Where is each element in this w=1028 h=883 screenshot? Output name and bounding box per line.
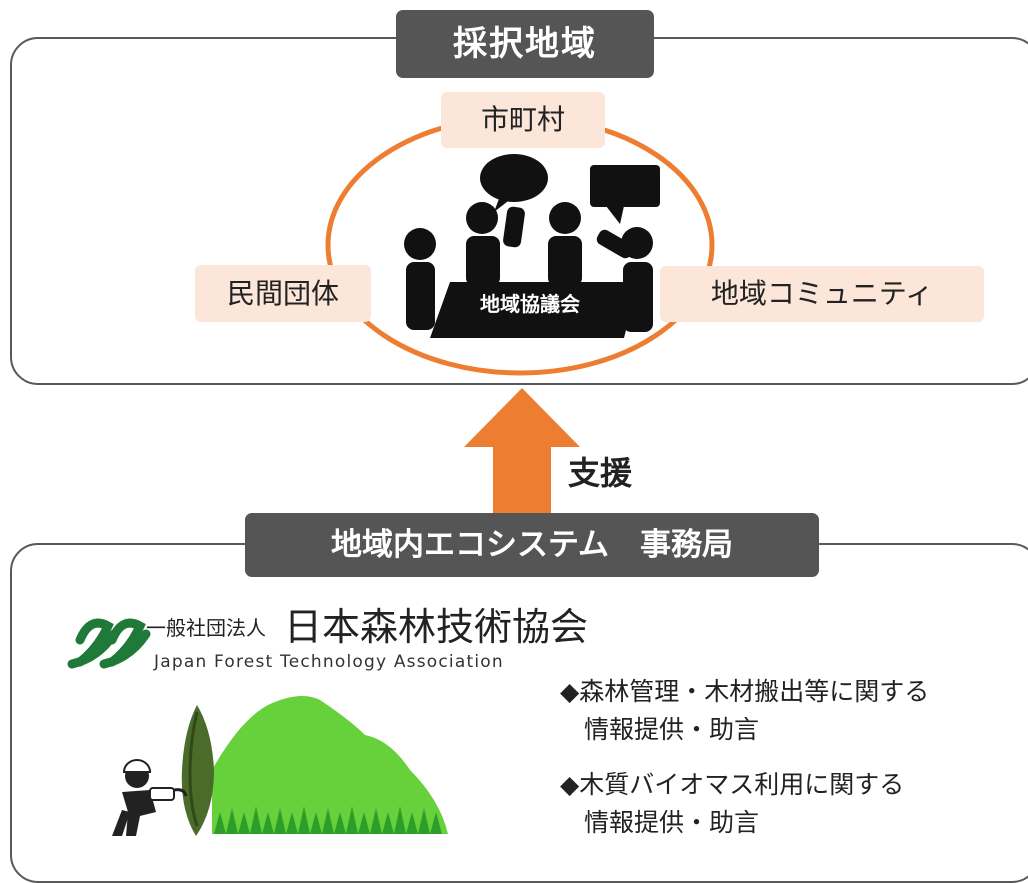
bullet-line: ◆木質バイオマス利用に関する xyxy=(560,770,905,799)
council-label: 地域協議会 xyxy=(480,292,580,316)
label-private-org: 民間団体 xyxy=(195,265,371,322)
bullet-line: ◆森林管理・木材搬出等に関する xyxy=(560,677,930,706)
bullet-biomass-use: ◆木質バイオマス利用に関する 情報提供・助言 xyxy=(560,766,904,842)
jafta-logo-mark-icon xyxy=(67,618,151,669)
bullet-forest-management: ◆森林管理・木材搬出等に関する 情報提供・助言 xyxy=(560,673,929,749)
label-community: 地域コミュニティ xyxy=(660,266,984,322)
support-arrow xyxy=(464,388,580,520)
region-header: 採択地域 xyxy=(396,10,654,78)
bullet-line: 情報提供・助言 xyxy=(584,715,760,744)
cypress-tree-icon xyxy=(181,705,214,836)
meeting-people-icon xyxy=(404,154,660,338)
logo-english-name: Japan Forest Technology Association xyxy=(154,652,504,672)
forest-trees-icon xyxy=(214,806,442,834)
bullet-line: 情報提供・助言 xyxy=(584,808,760,837)
logo-name: 日本森林技術協会 xyxy=(284,605,589,649)
label-municipality: 市町村 xyxy=(441,92,605,148)
organization-logo: 一般社団法人 日本森林技術協会 Japan Forest Technology … xyxy=(62,590,588,690)
logo-prefix: 一般社団法人 xyxy=(146,616,266,640)
worker-chainsaw-icon xyxy=(112,759,188,836)
secretariat-header: 地域内エコシステム 事務局 xyxy=(245,513,819,577)
mountain-icon xyxy=(212,696,448,834)
support-label: 支援 xyxy=(568,454,633,492)
